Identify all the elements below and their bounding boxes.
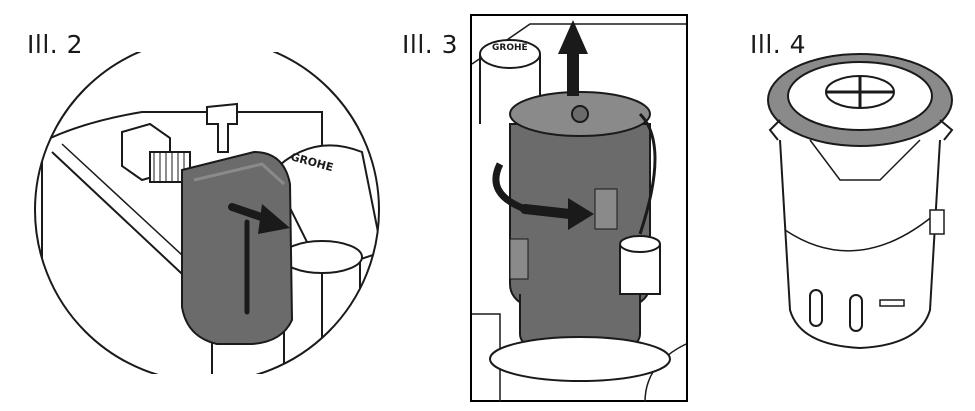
- flush-valve-body: GROHE: [270, 144, 379, 374]
- illustration-3: GROHE: [470, 14, 688, 402]
- valve-cage-body: [779, 139, 945, 350]
- figure-label-ill-4: Ill. 4: [750, 30, 807, 59]
- lift-up-arrow: [558, 20, 588, 96]
- valve-fitting: [121, 122, 191, 183]
- valve-base-ring: [489, 294, 671, 382]
- illustration-2-detail: GROHE: [41, 102, 379, 374]
- pull-direction-arrow: [228, 203, 290, 234]
- clip-on-part: [181, 102, 294, 345]
- figure-label-ill-2: Ill. 2: [27, 30, 84, 59]
- illustration-2: GROHE: [34, 52, 380, 374]
- twist-arrow: [492, 162, 594, 230]
- detail-circle-outline: [34, 52, 380, 374]
- brand-text: GROHE: [492, 43, 528, 53]
- figure-label-ill-3: Ill. 3: [402, 30, 459, 59]
- illustration-4: [767, 53, 954, 350]
- top-ring-cap: [767, 53, 954, 147]
- overflow-tube: [619, 112, 661, 295]
